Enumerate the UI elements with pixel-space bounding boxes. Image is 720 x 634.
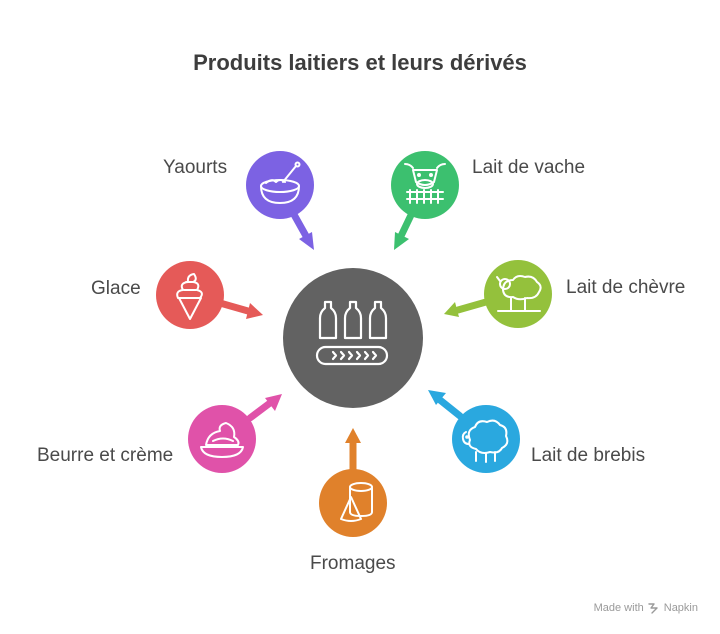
label-lait-de-vache: Lait de vache: [472, 157, 586, 178]
yogurt-bowl-icon: [260, 161, 301, 204]
cow-icon: [404, 163, 446, 204]
node-fromages: [319, 469, 387, 537]
label-beurre-et-creme: Beurre et crème: [37, 445, 174, 466]
center-node: [283, 268, 423, 408]
node-glace: [156, 261, 224, 329]
arrow-lait-de-brebis: [428, 390, 464, 420]
node-lait-de-vache: [391, 151, 459, 219]
label-fromages: Fromages: [310, 553, 396, 574]
arrow-lait-de-chevre: [444, 298, 490, 317]
arrow-glace: [216, 299, 263, 319]
label-lait-de-brebis: Lait de brebis: [531, 445, 646, 466]
arrow-yaourts: [288, 207, 314, 250]
node-beurre-et-creme: [188, 405, 256, 473]
butter-cream-icon: [200, 422, 244, 458]
node-lait-de-brebis: [452, 405, 520, 473]
napkin-watermark[interactable]: Made with Napkin: [594, 602, 698, 614]
milk-bottles-conveyor-icon: [315, 300, 389, 366]
label-glace: Glace: [91, 278, 141, 299]
page-title: Produits laitiers et leurs dérivés: [193, 50, 527, 75]
node-lait-de-chevre: [484, 260, 552, 328]
watermark-made-with: Made with: [593, 602, 644, 614]
arrow-beurre-et-creme: [246, 394, 282, 422]
sheep-icon: [461, 419, 509, 463]
ice-cream-icon: [176, 273, 203, 320]
watermark-brand: Napkin: [663, 602, 698, 614]
label-yaourts: Yaourts: [163, 157, 228, 178]
arrow-lait-de-vache: [394, 209, 416, 250]
label-lait-de-chevre: Lait de chèvre: [566, 277, 686, 298]
napkin-logo-icon: [648, 603, 658, 614]
node-yaourts: [246, 151, 314, 219]
arrow-fromages: [345, 428, 361, 474]
cheese-icon: [340, 482, 373, 522]
goat-icon: [496, 275, 542, 312]
